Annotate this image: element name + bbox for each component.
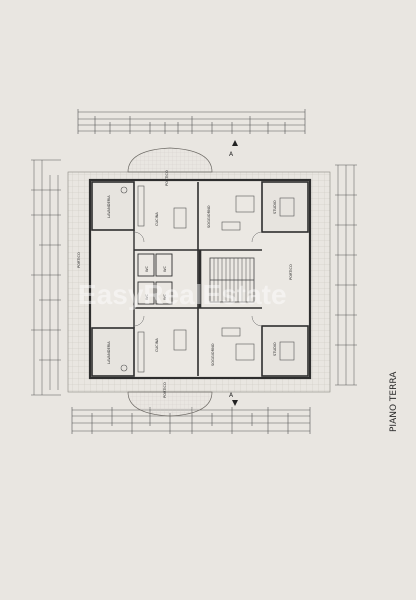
- label-lavanderia-top: LAVANDERIA: [107, 195, 111, 218]
- label-cucina-top: CUCINA: [155, 212, 159, 226]
- label-wc-3: WC: [145, 293, 149, 300]
- portico-top-curve: [127, 147, 213, 173]
- sheet-title: PIANO TERRA: [389, 371, 399, 432]
- label-studio-bottom: STUDIO: [273, 342, 277, 356]
- label-portico-bottom: PORTICO: [163, 382, 167, 398]
- label-wc-2: WC: [163, 265, 167, 272]
- label-cucina-bottom: CUCINA: [155, 338, 159, 352]
- label-wc-1: WC: [145, 265, 149, 272]
- furniture: [120, 185, 295, 373]
- room-labels: LAVANDERIA LAVANDERIA CUCINA CUCINA SOGG…: [77, 170, 293, 398]
- left-dimension-lines: [31, 159, 61, 396]
- label-wc-4: WC: [163, 293, 167, 300]
- building-walls: [88, 178, 312, 380]
- door-swings: [133, 231, 263, 327]
- section-letter-top: A: [229, 151, 234, 158]
- top-dimension-lines: [77, 109, 306, 134]
- label-portico-top: PORTICO: [165, 170, 169, 186]
- label-lavanderia-bottom: LAVANDERIA: [107, 341, 111, 364]
- right-dimension-lines: [335, 164, 357, 386]
- label-studio-top: STUDIO: [273, 200, 277, 214]
- portico-bottom-curve: [127, 391, 213, 417]
- section-letter-bottom: A: [229, 392, 234, 399]
- label-soggiorno-top: SOGGIORNO: [207, 205, 211, 228]
- label-soggiorno-bottom: SOGGIORNO: [211, 343, 215, 366]
- watermark-text: EasyRealEstate: [78, 279, 287, 310]
- stairs: [209, 257, 255, 303]
- section-marker-bottom: A: [229, 392, 238, 406]
- label-portico-left: PORTICO: [77, 252, 81, 268]
- label-portico-right: PORTICO: [289, 264, 293, 280]
- section-marker-top: A: [229, 140, 238, 158]
